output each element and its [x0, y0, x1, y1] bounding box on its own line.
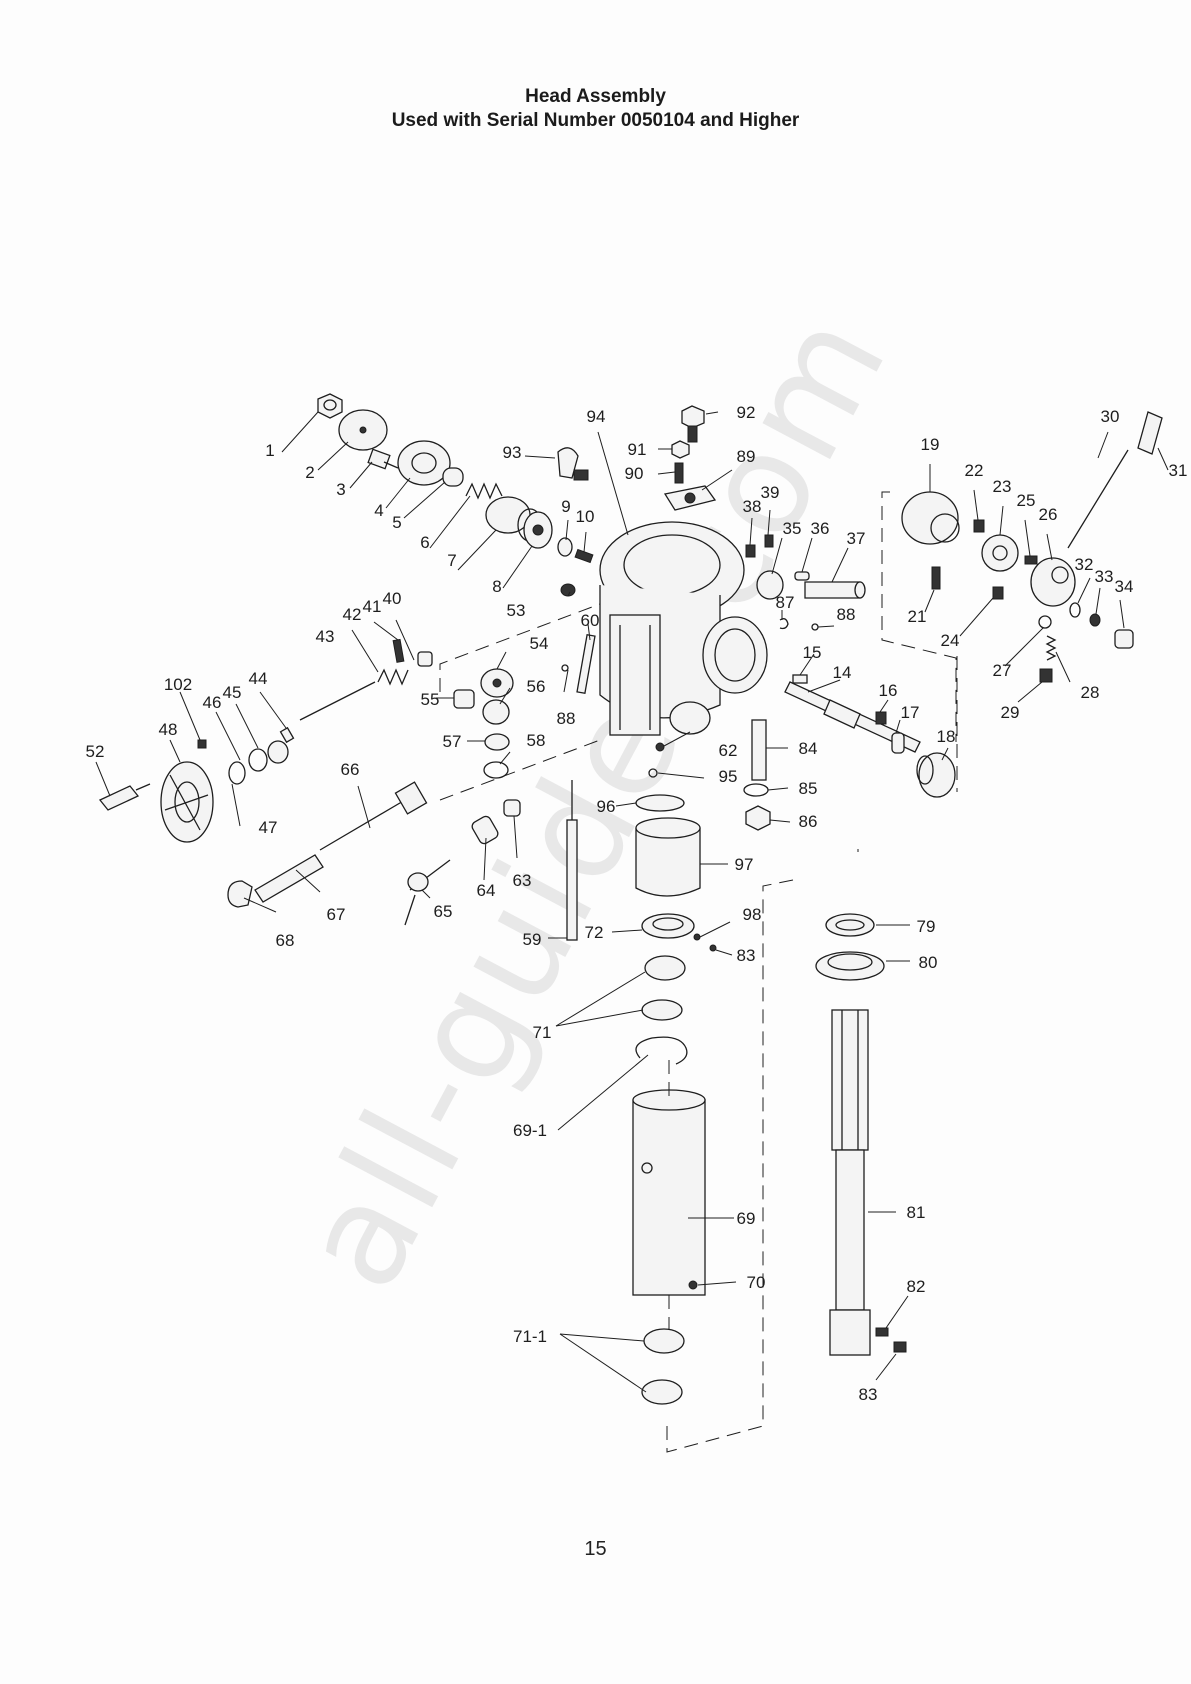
callout-58: 58	[527, 731, 546, 750]
callout-84: 84	[799, 739, 818, 758]
callout-34: 34	[1115, 577, 1134, 596]
callout-70: 70	[747, 1273, 766, 1292]
callout-98: 98	[743, 905, 762, 924]
callout-69: 69	[737, 1209, 756, 1228]
callout-32: 32	[1075, 555, 1094, 574]
callout-96: 96	[597, 797, 616, 816]
callout-86: 86	[799, 812, 818, 831]
callout-9: 9	[561, 497, 570, 516]
callout-60: 60	[581, 611, 600, 630]
callout-83: 83	[737, 946, 756, 965]
callout-59: 59	[523, 930, 542, 949]
callout-44: 44	[249, 669, 268, 688]
callout-31: 31	[1169, 461, 1188, 480]
callout-56: 56	[527, 677, 546, 696]
callout-53: 53	[507, 601, 526, 620]
callout-88: 88	[837, 605, 856, 624]
callout-82: 82	[907, 1277, 926, 1296]
callout-37: 37	[847, 529, 866, 548]
callout-19: 19	[921, 435, 940, 454]
callout-39: 39	[761, 483, 780, 502]
part-shapes	[98, 393, 1163, 1405]
callout-54: 54	[530, 634, 549, 653]
callout-85: 85	[799, 779, 818, 798]
callout-92: 92	[737, 403, 756, 422]
callout-2: 2	[305, 463, 314, 482]
callout-4: 4	[374, 501, 383, 520]
callout-89: 89	[737, 447, 756, 466]
callout-48: 48	[159, 720, 178, 739]
callout-labels: 1234567891014151617181921222324252627282…	[86, 403, 1188, 1404]
callout-36: 36	[811, 519, 830, 538]
callout-91: 91	[628, 440, 647, 459]
callout-41: 41	[363, 597, 382, 616]
callout-17: 17	[901, 703, 920, 722]
callout-15: 15	[803, 643, 822, 662]
callout-10: 10	[576, 507, 595, 526]
callout-87: 87	[776, 593, 795, 612]
callout-52: 52	[86, 742, 105, 761]
callout-27: 27	[993, 661, 1012, 680]
callout-79: 79	[917, 917, 936, 936]
callout-88-2: 88	[557, 709, 576, 728]
callout-55: 55	[421, 690, 440, 709]
callout-80: 80	[919, 953, 938, 972]
diagram-subtitle: Used with Serial Number 0050104 and High…	[391, 110, 800, 131]
leader-lines	[95, 411, 1169, 1393]
callout-14: 14	[833, 663, 852, 682]
callout-29: 29	[1001, 703, 1020, 722]
callout-94: 94	[587, 407, 606, 426]
callout-57: 57	[443, 732, 462, 751]
callout-93: 93	[503, 443, 522, 462]
callout-6: 6	[420, 533, 429, 552]
callout-18: 18	[937, 727, 956, 746]
callout-72: 72	[585, 923, 604, 942]
callout-5: 5	[392, 513, 401, 532]
callout-8: 8	[492, 577, 501, 596]
callout-42: 42	[343, 605, 362, 624]
callout-71-1: 71-1	[513, 1327, 547, 1346]
callout-68: 68	[276, 931, 295, 950]
phantom-lines	[439, 491, 958, 1453]
callout-102: 102	[164, 675, 192, 694]
callout-21: 21	[908, 607, 927, 626]
callout-65: 65	[434, 902, 453, 921]
callout-7: 7	[447, 551, 456, 570]
callout-64: 64	[477, 881, 496, 900]
callout-47: 47	[259, 818, 278, 837]
diagram-title: Head Assembly	[525, 86, 666, 107]
callout-26: 26	[1039, 505, 1058, 524]
callout-62: 62	[719, 741, 738, 760]
callout-23: 23	[993, 477, 1012, 496]
callout-90: 90	[625, 464, 644, 483]
callout-24: 24	[941, 631, 960, 650]
callout-83-2: 83	[859, 1385, 878, 1404]
page-number: 15	[584, 1538, 607, 1560]
callout-97: 97	[735, 855, 754, 874]
callout-95: 95	[719, 767, 738, 786]
callout-22: 22	[965, 461, 984, 480]
callout-67: 67	[327, 905, 346, 924]
callout-81: 81	[907, 1203, 926, 1222]
callout-30: 30	[1101, 407, 1120, 426]
callout-25: 25	[1017, 491, 1036, 510]
callout-1: 1	[265, 441, 274, 460]
callout-28: 28	[1081, 683, 1100, 702]
callout-45: 45	[223, 683, 242, 702]
callout-38: 38	[743, 497, 762, 516]
callout-33: 33	[1095, 567, 1114, 586]
callout-69-1: 69-1	[513, 1121, 547, 1140]
callout-66: 66	[341, 760, 360, 779]
callout-63: 63	[513, 871, 532, 890]
callout-71: 71	[533, 1023, 552, 1042]
callout-3: 3	[336, 480, 345, 499]
callout-16: 16	[879, 681, 898, 700]
callout-43: 43	[316, 627, 335, 646]
callout-46: 46	[203, 693, 222, 712]
callout-40: 40	[383, 589, 402, 608]
callout-35: 35	[783, 519, 802, 538]
